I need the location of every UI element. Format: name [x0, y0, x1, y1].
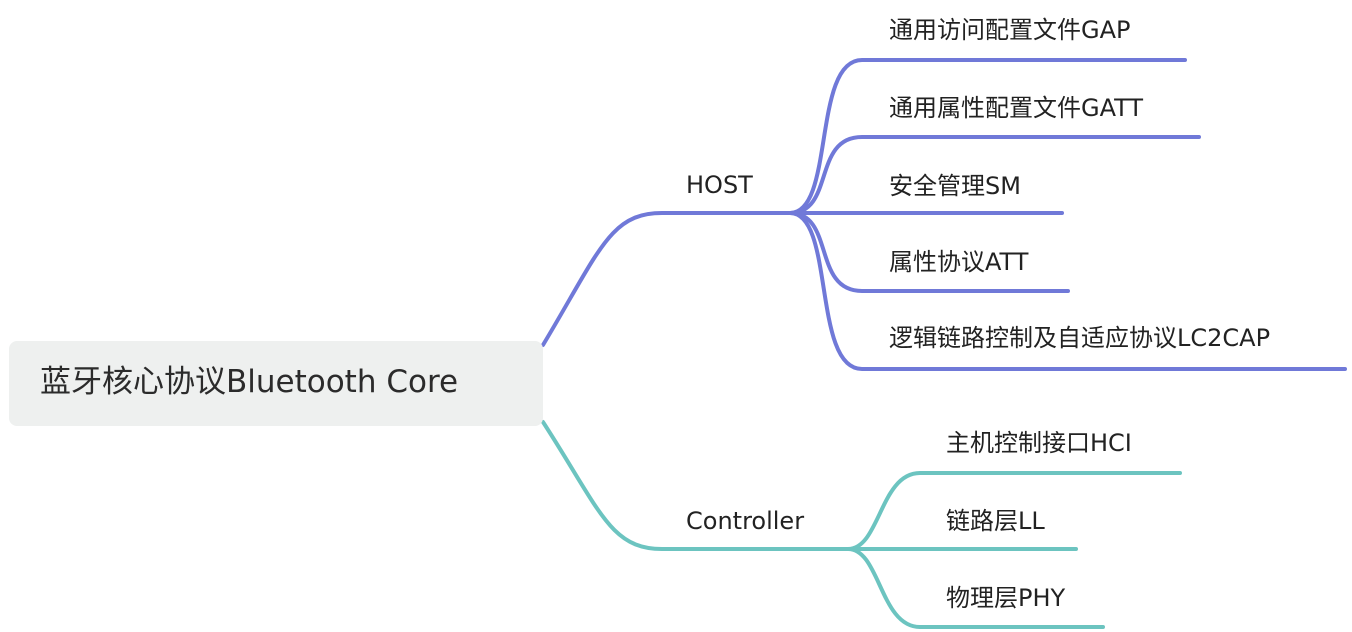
connector-root-host	[541, 211, 792, 347]
connector-host-gap	[788, 58, 1187, 215]
connector-host-l2cap	[788, 211, 1347, 371]
branch-node-host-label[interactable]: HOST	[686, 171, 753, 199]
leaf-node-att-label[interactable]: 属性协议ATT	[889, 248, 1029, 276]
leaf-node-phy-label[interactable]: 物理层PHY	[946, 584, 1066, 612]
leaf-node-gap-label[interactable]: 通用访问配置文件GAP	[889, 16, 1131, 44]
connector-controller-phy	[846, 547, 1105, 629]
leaf-node-hci-label[interactable]: 主机控制接口HCI	[946, 429, 1132, 457]
connector-host-att	[788, 211, 1070, 293]
connector-controller-hci	[846, 471, 1182, 551]
leaf-node-sm-label[interactable]: 安全管理SM	[889, 172, 1021, 200]
root-node-label: 蓝牙核心协议Bluetooth Core	[40, 364, 459, 400]
connector-host-gatt	[788, 135, 1201, 215]
branch-node-controller-label[interactable]: Controller	[686, 507, 805, 535]
connector-root-controller	[541, 420, 850, 551]
leaf-node-gatt-label[interactable]: 通用属性配置文件GATT	[889, 94, 1144, 122]
leaf-node-ll-label[interactable]: 链路层LL	[946, 507, 1045, 535]
root-node[interactable]	[9, 341, 543, 426]
leaf-node-l2cap-label[interactable]: 逻辑链路控制及自适应协议LC2CAP	[889, 324, 1271, 352]
